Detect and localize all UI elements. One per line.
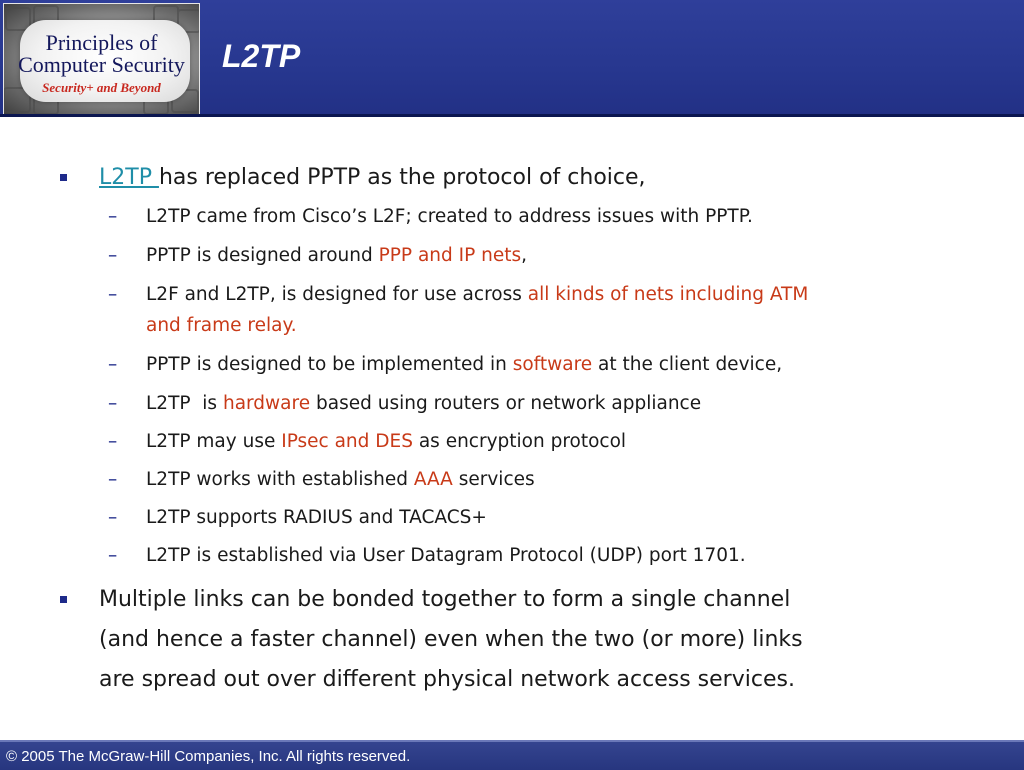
- emphasis-text: IPsec and DES: [281, 431, 413, 452]
- l2tp-link[interactable]: L2TP: [99, 165, 159, 190]
- sub-bullet-item: L2F and L2TP, is designed for use across…: [146, 279, 808, 310]
- logo-text-line2: Computer Security: [18, 52, 185, 77]
- logo-text-line1: Principles of: [45, 30, 158, 55]
- sub-bullet-item: L2TP works with established AAA services: [146, 464, 535, 495]
- dash-bullet-icon: –: [108, 545, 118, 566]
- book-logo: Principles of Computer Security Security…: [3, 3, 200, 115]
- sub-bullet-item: L2TP came from Cisco’s L2F; created to a…: [146, 201, 753, 232]
- emphasis-text: PPP and IP nets: [378, 245, 522, 266]
- dash-bullet-icon: –: [108, 431, 118, 452]
- dash-bullet-icon: –: [108, 507, 118, 528]
- emphasis-text: all kinds of nets including ATM: [527, 284, 809, 305]
- emphasis-text: software: [512, 354, 593, 375]
- copyright-notice: © 2005 The McGraw-Hill Companies, Inc. A…: [6, 748, 411, 765]
- slide-title: L2TP: [222, 38, 301, 74]
- sub-bullet-text: services: [452, 469, 535, 490]
- dash-bullet-icon: –: [108, 284, 118, 305]
- bullet-item-line: (and hence a faster channel) even when t…: [99, 627, 803, 652]
- sub-bullet-text: L2TP is established via User Datagram Pr…: [146, 545, 746, 566]
- slide-content: L2TP has replaced PPTP as the protocol o…: [60, 158, 808, 692]
- bullet-text: has replaced PPTP as the protocol of cho…: [158, 165, 646, 190]
- sub-bullet-text: L2F and L2TP, is designed for use across: [146, 284, 528, 305]
- sub-bullet-text: PPTP is designed around: [146, 245, 379, 266]
- header-divider: [0, 114, 1024, 117]
- emphasis-text: and frame relay.: [146, 315, 297, 336]
- logo-plate: [20, 20, 190, 102]
- emphasis-text: AAA: [413, 469, 453, 490]
- sub-bullet-text: ,: [521, 245, 528, 266]
- sub-bullet-text: L2TP works with established: [146, 469, 414, 490]
- sub-bullet-text: L2TP may use: [146, 431, 282, 452]
- dash-bullet-icon: –: [108, 469, 118, 490]
- sub-bullet-text: L2TP is: [146, 393, 223, 414]
- bullet-item-line: are spread out over different physical n…: [99, 667, 795, 692]
- bullet-item-line: Multiple links can be bonded together to…: [99, 587, 791, 612]
- sub-bullet-text: L2TP came from Cisco’s L2F; created to a…: [146, 206, 753, 227]
- sub-bullet-continuation: and frame relay.: [146, 310, 297, 341]
- sub-bullet-item: L2TP is established via User Datagram Pr…: [146, 540, 746, 571]
- dash-bullet-icon: –: [108, 393, 118, 414]
- sub-bullet-item: PPTP is designed around PPP and IP nets,: [146, 240, 527, 271]
- sub-bullet-text: PPTP is designed to be implemented in: [146, 354, 513, 375]
- bullet-item: L2TP has replaced PPTP as the protocol o…: [99, 158, 646, 198]
- emphasis-text: hardware: [222, 393, 311, 414]
- square-bullet-icon: [60, 174, 67, 181]
- slide-footer: © 2005 The McGraw-Hill Companies, Inc. A…: [0, 740, 1024, 770]
- dash-bullet-icon: –: [108, 354, 118, 375]
- dash-bullet-icon: –: [108, 245, 118, 266]
- sub-bullet-text: as encryption protocol: [412, 431, 627, 452]
- dash-bullet-icon: –: [108, 206, 118, 227]
- square-bullet-icon: [60, 596, 67, 603]
- sub-bullet-text: L2TP supports RADIUS and TACACS+: [146, 507, 487, 528]
- sub-bullet-item: L2TP supports RADIUS and TACACS+: [146, 502, 487, 533]
- sub-bullet-item: L2TP may use IPsec and DES as encryption…: [146, 426, 626, 457]
- slide-header: Principles of Computer Security Security…: [0, 0, 1024, 117]
- logo-text-line3: Security+ and Beyond: [42, 80, 161, 95]
- sub-bullet-text: based using routers or network appliance: [310, 393, 702, 414]
- sub-bullet-item: PPTP is designed to be implemented in so…: [146, 349, 782, 380]
- sub-bullet-item: L2TP is hardware based using routers or …: [146, 388, 701, 419]
- sub-bullet-text: at the client device,: [592, 354, 783, 375]
